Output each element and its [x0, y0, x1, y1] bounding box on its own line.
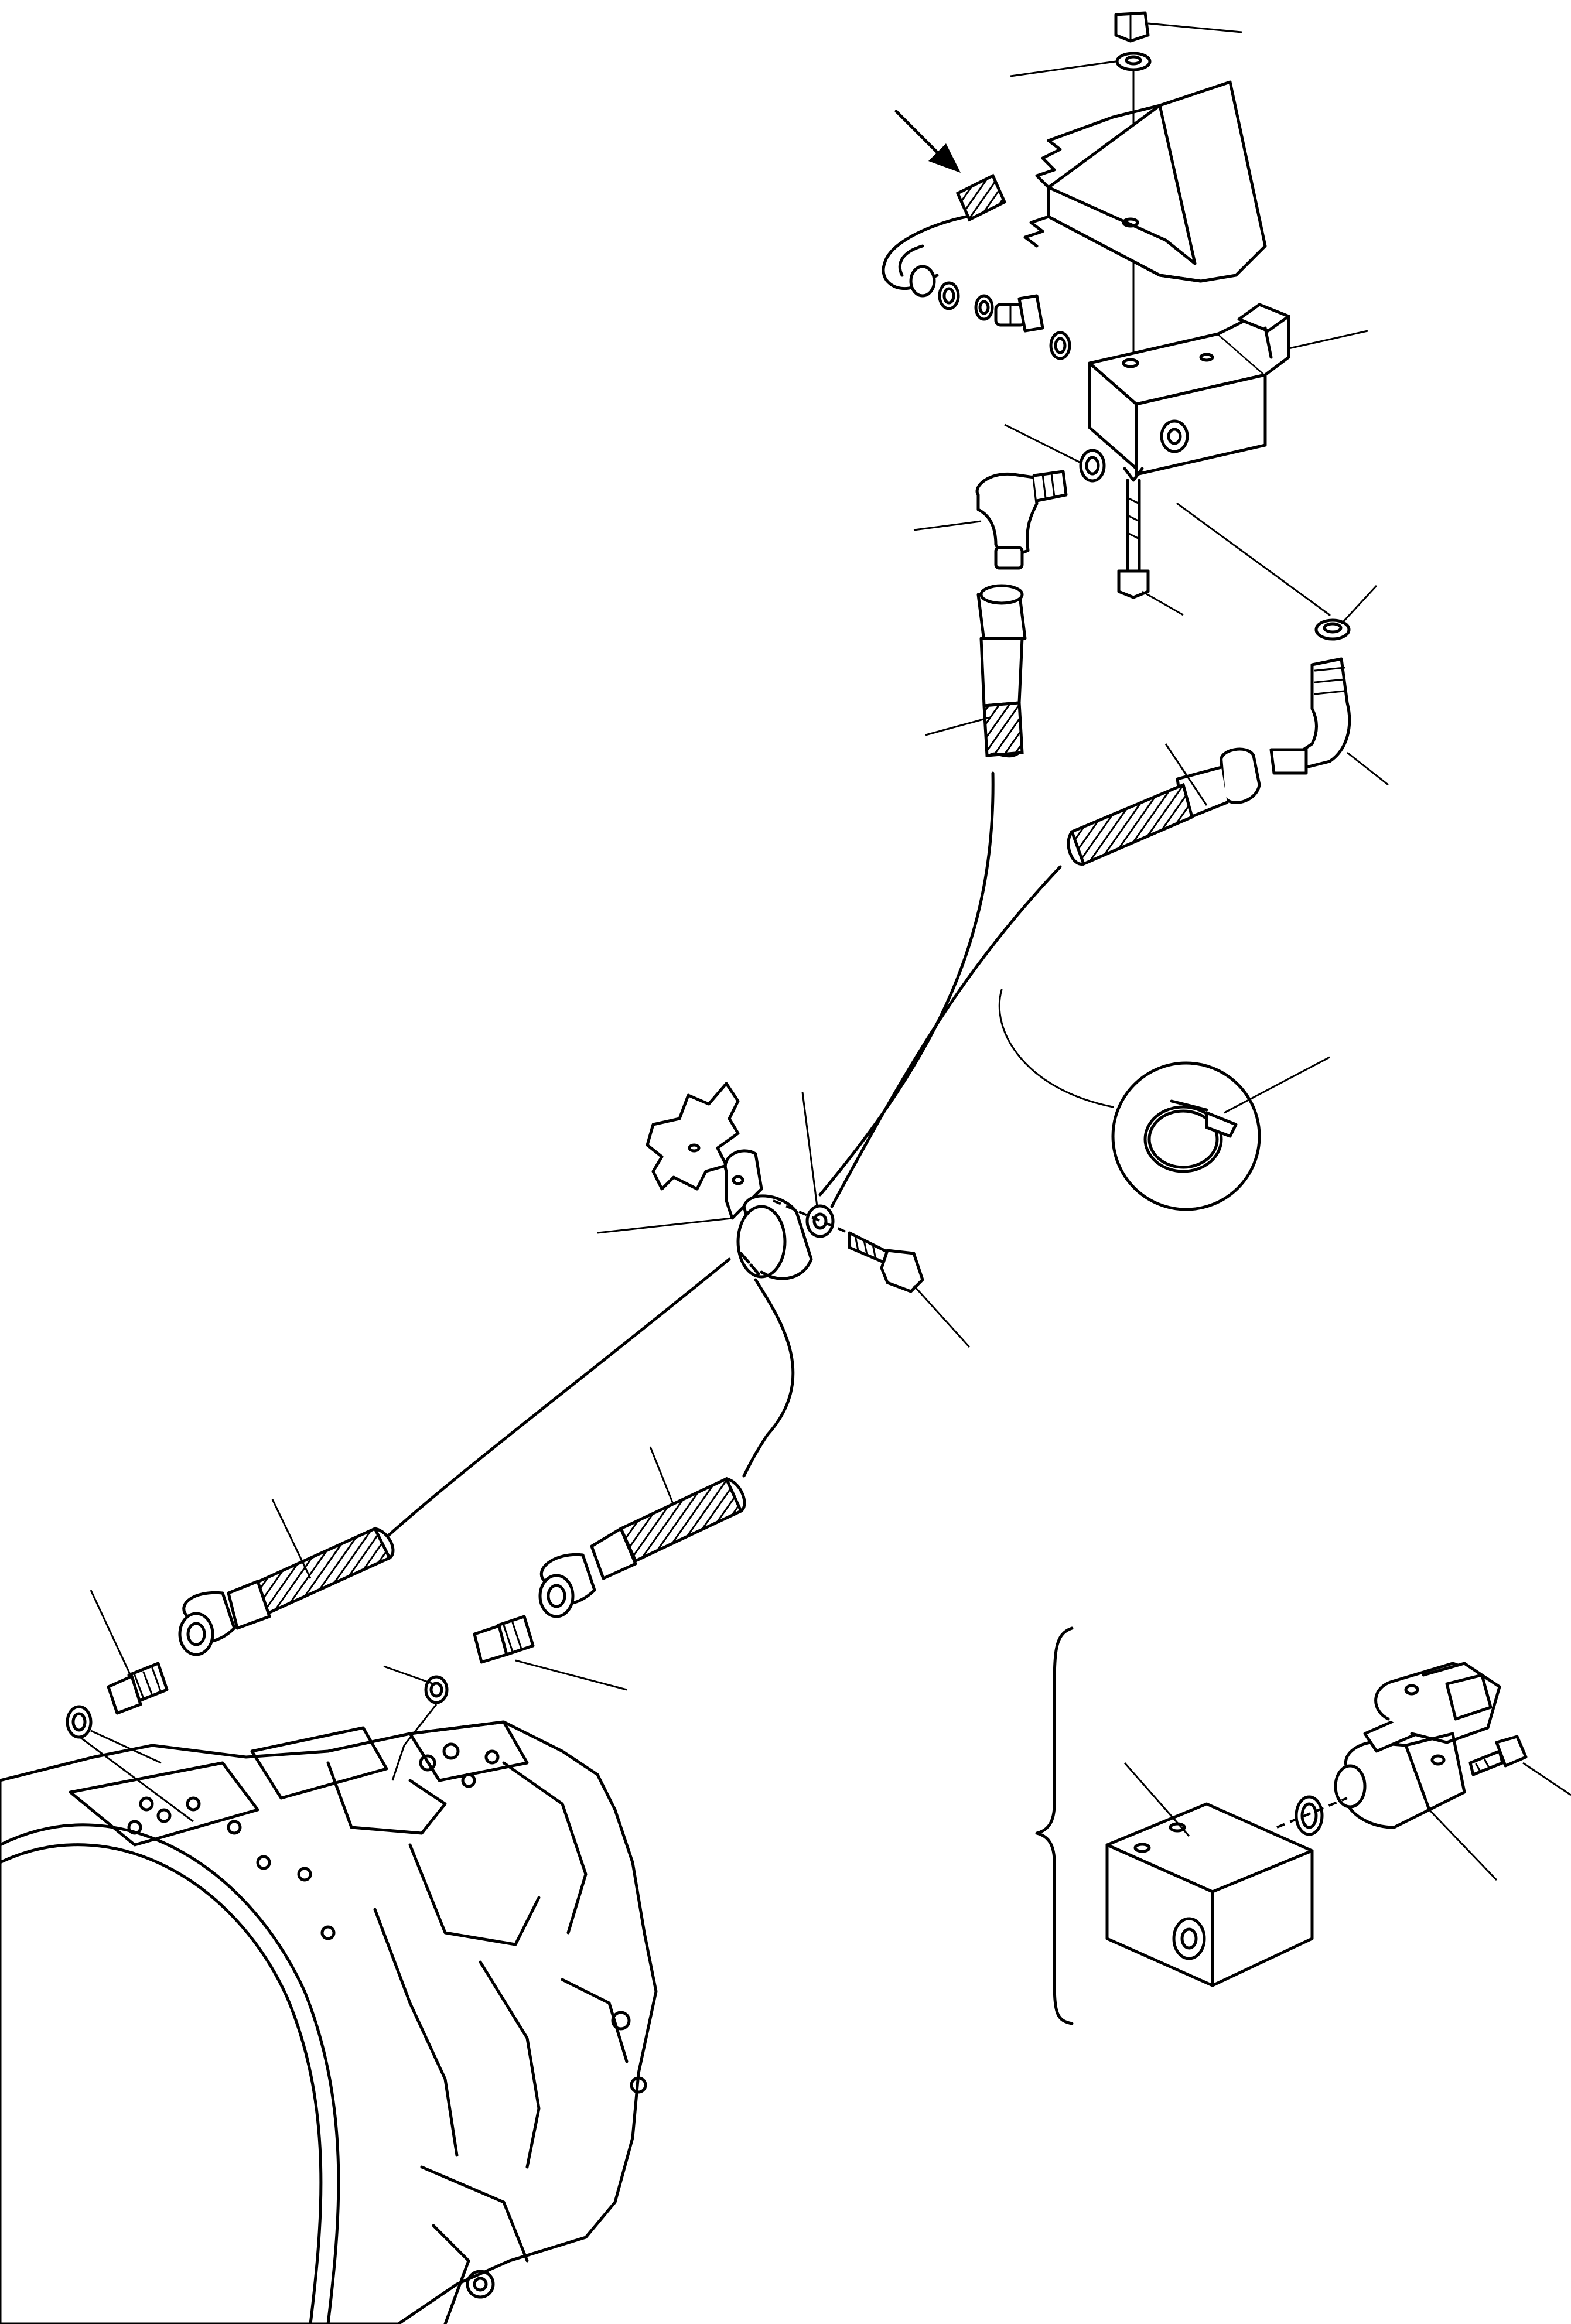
callout-leaders — [90, 22, 1571, 1881]
inset-seal-ring — [1295, 1795, 1324, 1836]
top-washer — [1115, 52, 1152, 71]
left-elbow-fitting — [975, 470, 1068, 570]
hose-route-1 — [818, 771, 995, 1197]
frame-fragment — [646, 1082, 740, 1191]
clamp-detail-circle — [1111, 1061, 1261, 1211]
right-upper-hose — [1067, 747, 1261, 866]
top-nut — [1114, 11, 1150, 43]
mounting-bracket — [1023, 80, 1267, 283]
block-to-fitting-line — [1176, 503, 1331, 616]
lower-left-hose — [178, 1526, 395, 1656]
inlet-seal-ring-3 — [1049, 331, 1071, 360]
right-seal-ring — [1314, 618, 1351, 641]
transmission-housing — [0, 1704, 658, 2324]
middle-seal-ring — [424, 1675, 449, 1704]
right-elbow-fitting — [1269, 657, 1351, 775]
valve-block — [1088, 303, 1290, 476]
middle-nipple-fitting — [473, 1615, 535, 1664]
mid-section — [388, 771, 1261, 1536]
block-bolt — [1117, 467, 1150, 599]
lower-hoses — [66, 1477, 746, 1739]
clamp-washer — [805, 1204, 835, 1238]
hose-route-4 — [742, 1278, 795, 1478]
inlet-seal-ring-1 — [938, 281, 960, 310]
left-seal-ring — [66, 1705, 93, 1739]
middle-lower-hose — [538, 1477, 746, 1618]
bolt-axis-line — [773, 1199, 856, 1237]
hose-clamp-bracket — [723, 1149, 813, 1280]
detail-leader-curve — [998, 989, 1114, 1108]
inlet-seal-ring-2 — [974, 294, 994, 321]
inset-brace — [1035, 1626, 1074, 2025]
inset-assembly — [1035, 1626, 1528, 2025]
hose-route-3 — [388, 1257, 731, 1536]
top-assembly — [882, 11, 1351, 866]
direction-arrow — [894, 110, 961, 173]
inset-switch — [1334, 1662, 1501, 1829]
clamp-bolt — [848, 1231, 924, 1293]
left-nipple-fitting — [107, 1662, 169, 1715]
inset-bolt — [1468, 1735, 1528, 1776]
hose-route-2 — [830, 865, 1062, 1208]
inlet-connector — [994, 294, 1044, 333]
left-upper-hose — [976, 584, 1027, 758]
inlet-hose — [882, 173, 1007, 298]
block-seal — [1079, 449, 1106, 483]
inset-valve-block — [1105, 1802, 1314, 1987]
